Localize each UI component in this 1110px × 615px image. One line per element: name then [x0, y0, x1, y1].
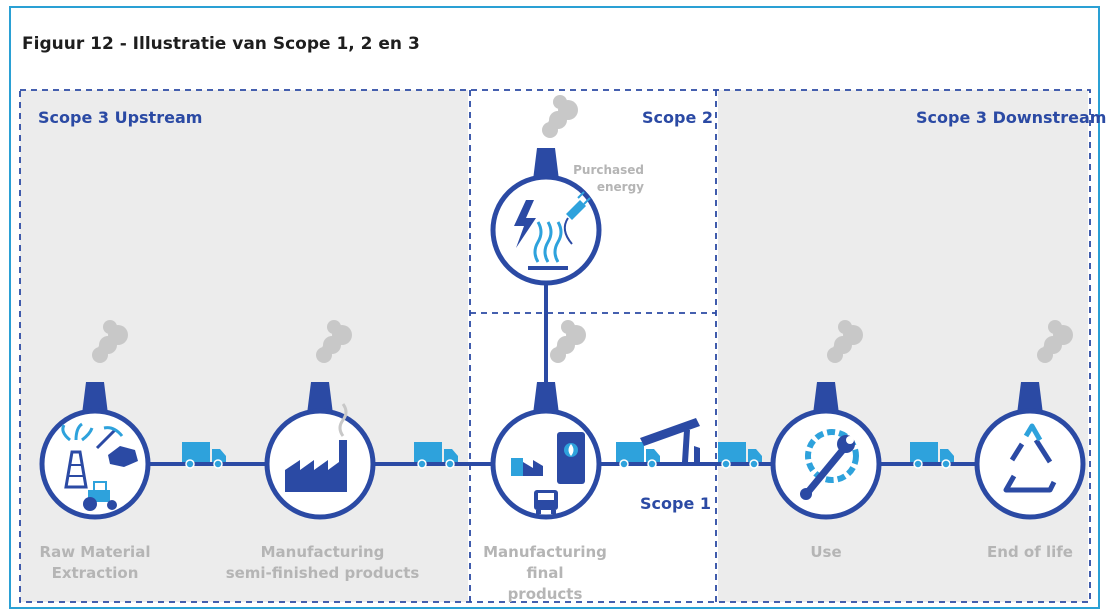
scope2-label: Scope 2 — [642, 108, 714, 127]
raw-material-line1: Raw Material — [39, 543, 151, 561]
end-of-life-circle — [974, 408, 1086, 520]
coal-icon — [108, 446, 138, 467]
use-circle — [770, 408, 882, 520]
semi-finished-line1: Manufacturing — [260, 543, 385, 561]
purchased-energy-line1: Purchased — [573, 163, 644, 177]
use-label: Use — [810, 543, 842, 561]
plug-icon — [563, 191, 591, 245]
scope1-label: Scope 1 — [640, 494, 712, 513]
final-products-line1: Manufacturing final — [483, 543, 607, 582]
boiler-icon — [557, 432, 585, 484]
end-of-life-label: End of life — [987, 543, 1073, 561]
purchased-energy-circle — [490, 174, 602, 286]
conveyor-icon — [640, 418, 700, 462]
figure-title: Figuur 12 - Illustratie van Scope 1, 2 e… — [22, 34, 420, 54]
scope3-downstream-label: Scope 3 Downstream — [916, 108, 1107, 127]
raw-material-line2: Extraction — [51, 564, 139, 582]
outer-dashed-border — [19, 89, 1091, 603]
oil-rig-icon — [61, 422, 94, 489]
semi-finished-circle — [264, 408, 376, 520]
scope3-upstream-label: Scope 3 Upstream — [38, 108, 203, 127]
purchased-energy-label: Purchased energy — [570, 162, 644, 196]
final-products-label: Manufacturing final products — [470, 542, 620, 605]
gear-wrench-icon — [800, 429, 859, 500]
pickaxe-icon — [95, 426, 124, 450]
upstream-panel — [20, 90, 468, 602]
heat-icon — [528, 221, 568, 270]
truck-front-icon — [534, 490, 558, 514]
semi-finished-label: Manufacturing semi-finished products — [225, 542, 420, 584]
smoke-icon — [550, 320, 586, 363]
tractor-icon — [83, 481, 117, 511]
lightning-icon — [514, 200, 536, 248]
recycle-icon — [1003, 423, 1057, 493]
semi-finished-line2: semi-finished products — [225, 564, 420, 582]
smoke-icon — [542, 95, 578, 138]
raw-material-label: Raw Material Extraction — [30, 542, 160, 584]
factory-icon — [285, 403, 348, 492]
building-icon — [511, 458, 543, 476]
final-products-line2: products — [507, 585, 583, 603]
purchased-energy-line2: energy — [596, 180, 644, 194]
downstream-panel — [718, 90, 1088, 602]
